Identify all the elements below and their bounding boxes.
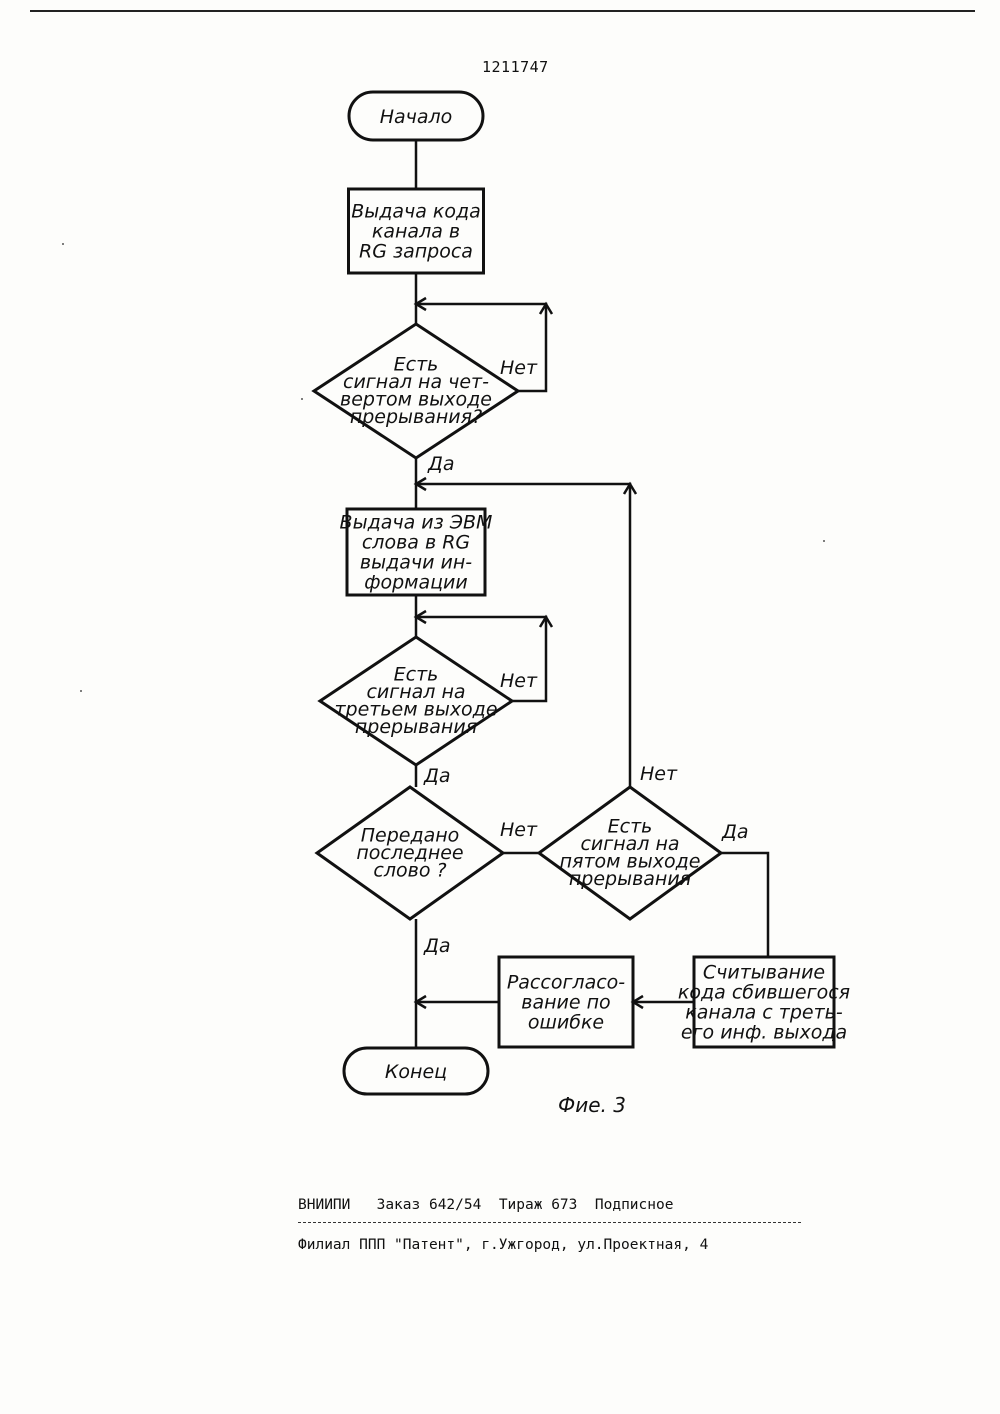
node-label-line: Выдача из ЭВМ (340, 511, 493, 533)
node-label-line: канала с треть- (685, 1001, 843, 1023)
edge-label-yes: Да (427, 453, 455, 475)
node-label-line: его инф. выхода (681, 1021, 847, 1043)
node-label-line: прерывания (355, 716, 477, 738)
footer-separator (298, 1222, 801, 1223)
edge-check-fifth-to-read-code (721, 853, 768, 957)
node-label-line: Выдача кода (351, 200, 481, 222)
edge-label-no: Нет (640, 763, 678, 785)
node-label-line: Конец (385, 1061, 447, 1083)
scan-speck (301, 398, 303, 400)
scan-speck (62, 243, 64, 245)
scan-speck (80, 690, 82, 692)
edge-label-yes: Да (423, 935, 451, 957)
node-check-third: Естьсигнал натретьем выходепрерывания (320, 637, 512, 765)
node-label-line: вание по (521, 991, 610, 1013)
node-label-line: прерывания? (350, 406, 482, 428)
node-send-channel: Выдача кодаканала вRG запроса (349, 189, 484, 273)
node-label-line: кода сбившегося (678, 981, 850, 1003)
node-label-line: Начало (380, 106, 453, 128)
node-label-line: прерывания (569, 868, 691, 890)
footer-subscription: Подписное (595, 1197, 674, 1213)
node-read-code: Считываниекода сбившегосяканала с треть-… (678, 957, 850, 1047)
figure-caption: Фие. 3 (558, 1093, 626, 1117)
node-label-line: Рассогласо- (507, 971, 625, 993)
node-last-word: Переданопоследнееслово ? (317, 787, 503, 919)
node-label-line: выдачи ин- (360, 551, 472, 573)
node-label-line: RG запроса (359, 240, 473, 262)
footer-branch: Филиал ППП "Патент", г.Ужгород, ул.Проек… (298, 1237, 708, 1253)
footer-order: Заказ 642/54 (377, 1197, 482, 1213)
footer-circulation: Тираж 673 (499, 1197, 578, 1213)
node-send-word: Выдача из ЭВМслова в RGвыдачи ин-формаци… (340, 509, 493, 595)
node-check-fifth: Естьсигнал напятом выходепрерывания (539, 787, 721, 919)
node-label-line: слово ? (373, 859, 446, 881)
node-end: Конец (344, 1048, 488, 1094)
node-label-line: ошибке (528, 1011, 604, 1033)
footer-publisher: ВНИИПИ (298, 1197, 350, 1213)
edge-label-no: Нет (500, 819, 538, 841)
edge-label-yes: Да (423, 765, 451, 787)
edge-label-no: Нет (500, 670, 538, 692)
node-label-line: Считывание (703, 961, 825, 983)
node-start: Начало (349, 92, 483, 140)
node-label-line: формации (364, 571, 468, 593)
edge-label-yes: Да (721, 821, 749, 843)
scan-speck (823, 540, 825, 542)
node-mismatch: Рассогласо-вание поошибке (499, 957, 633, 1047)
edge-label-no: Нет (500, 357, 538, 379)
node-label-line: слова в RG (362, 531, 470, 553)
footer-imprint: ВНИИПИ Заказ 642/54 Тираж 673 Подписное (298, 1197, 673, 1213)
node-label-line: канала в (372, 220, 460, 242)
node-check-fourth: Естьсигнал на чет-вертом выходепрерывани… (314, 324, 518, 458)
